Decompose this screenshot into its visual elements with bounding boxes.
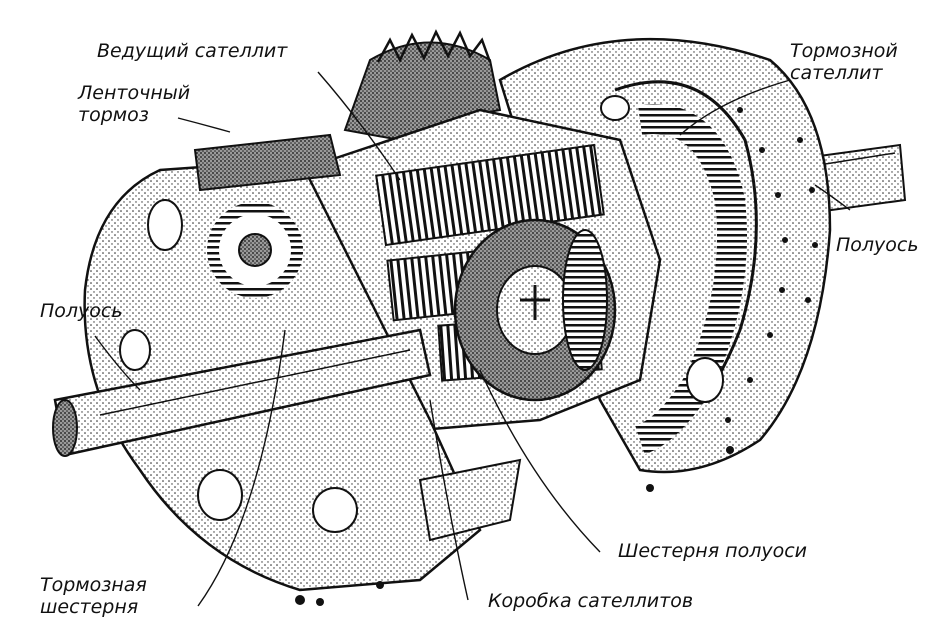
label-axle-gear: Шестерня полуоси: [618, 540, 808, 562]
label-satellite-box: Коробка сателлитов: [488, 590, 694, 612]
label-brake-satellite: Тормозной сателлит: [790, 40, 898, 84]
leader-lines: [94, 71, 851, 607]
label-driving-satellite: Ведущий сателлит: [97, 40, 288, 62]
label-band-brake: Ленточный тормоз: [78, 82, 191, 126]
left-axle-shaft: [52, 328, 432, 457]
label-axle-right: Полуось: [836, 234, 919, 256]
label-axle-left: Полуось: [40, 300, 123, 322]
label-brake-gear: Тормозная шестерня: [40, 574, 147, 618]
